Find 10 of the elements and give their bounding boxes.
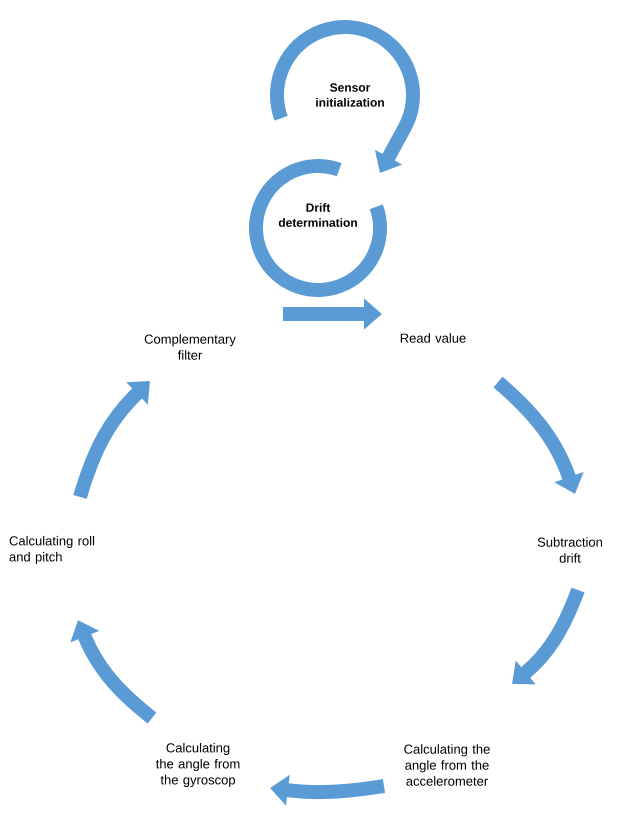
step-label: Calculating roll and pitch [10,536,94,564]
step-label: Sensor initialization [316,83,384,107]
step-label: Read value [400,333,466,343]
step-label: Calculating the angle from the gyroscop [156,742,240,788]
step-label: Subtraction drift [538,537,602,563]
step-label: Complementary filter [144,334,236,360]
step-label: Calculating the angle from the accelerometer [404,744,490,786]
step-label: Drift determination [278,203,357,227]
arrow [512,588,585,684]
arrow [73,381,150,500]
